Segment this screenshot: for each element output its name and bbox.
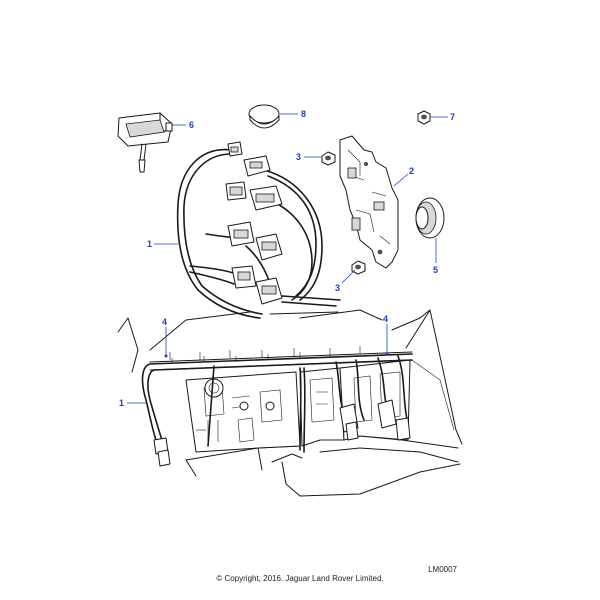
connector-c <box>225 181 247 201</box>
callout-3-bottom-label: 3 <box>335 283 340 293</box>
callout-3-top-label: 3 <box>296 152 301 162</box>
part-8-grommet <box>248 104 280 129</box>
callout-7-label: 7 <box>450 112 455 122</box>
connector-g <box>231 265 257 289</box>
callout-7: 7 <box>430 112 455 122</box>
callout-2-label: 2 <box>409 166 414 176</box>
callout-3-bottom: 3 <box>335 269 356 293</box>
copyright-notice: © Copyright, 2016. Jaguar Land Rover Lim… <box>216 574 384 583</box>
part-1-harness-upper <box>176 141 341 319</box>
callout-8-label: 8 <box>301 109 306 119</box>
callout-4-right-label: 4 <box>383 314 388 324</box>
connector-h <box>255 277 283 305</box>
callout-4-right: 4 <box>383 314 389 356</box>
part-1-harness-lower <box>141 352 413 467</box>
callout-8: 8 <box>280 109 306 119</box>
callout-4-left-label: 4 <box>162 317 167 327</box>
vehicle-interior-view <box>117 309 463 497</box>
callout-5-label: 5 <box>433 265 438 275</box>
part-5-grommet <box>415 197 445 239</box>
part-7-nut <box>417 110 431 125</box>
connector-d <box>249 185 283 211</box>
callout-1-top: 1 <box>147 239 178 249</box>
connector-a <box>227 141 243 157</box>
connector-e <box>227 221 255 247</box>
callout-5: 5 <box>433 238 438 275</box>
callout-1-top-label: 1 <box>147 239 152 249</box>
part-6-switch <box>117 112 173 173</box>
connector-f <box>255 233 283 261</box>
callout-6: 6 <box>172 120 194 130</box>
part-3-nut-lower <box>351 260 366 275</box>
callout-4-left: 4 <box>162 317 168 358</box>
drawing-reference-code: LM0007 <box>428 565 457 574</box>
callout-1-bottom-label: 1 <box>119 398 124 408</box>
part-2-bracket <box>339 135 399 269</box>
callout-1-bottom: 1 <box>119 398 146 408</box>
callout-3-top: 3 <box>296 152 322 162</box>
part-3-nut-upper <box>321 151 336 166</box>
callout-2: 2 <box>393 166 414 187</box>
connector-b <box>243 155 271 177</box>
callout-6-label: 6 <box>189 120 194 130</box>
